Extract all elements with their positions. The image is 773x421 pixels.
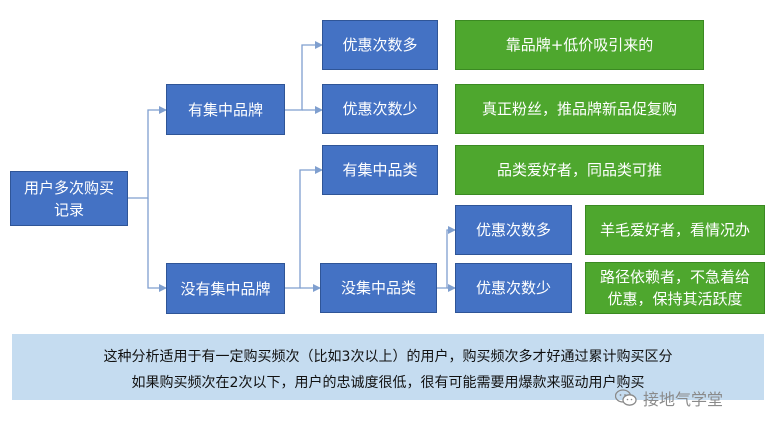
node-no-brand: 没有集中品牌	[166, 263, 285, 314]
result-has-category-text: 品类爱好者，同品类可推	[496, 161, 662, 179]
result-category-discount-many-text: 羊毛爱好者，看情况办	[599, 221, 750, 239]
note-line-2: 如果购买频次在2次以下，用户的忠诚度很低，很有可能需要用爆款来驱动用户购买	[131, 375, 645, 391]
watermark: 接地气学堂	[615, 386, 723, 410]
node-brand-discount-many: 优惠次数多	[322, 20, 438, 70]
node-has-category-label: 有集中品类	[342, 161, 418, 179]
node-brand-discount-few-label: 优惠次数少	[342, 100, 418, 118]
node-has-brand-label: 有集中品牌	[187, 100, 263, 119]
node-no-category-label: 没集中品类	[340, 279, 416, 297]
watermark-text: 接地气学堂	[643, 390, 724, 409]
node-has-category: 有集中品类	[322, 145, 438, 195]
note-panel: 这种分析适用于有一定购买频次（比如3次以上）的用户，购买频次多才好通过累计购买区…	[12, 334, 764, 400]
root-node: 用户多次购买记录	[10, 171, 128, 226]
result-category-discount-few: 路径依赖者，不急着给 优惠，保持其活跃度	[585, 262, 765, 314]
node-no-brand-label: 没有集中品牌	[180, 279, 271, 298]
node-has-brand: 有集中品牌	[166, 84, 285, 135]
result-category-discount-few-line2: 优惠，保持其活跃度	[607, 290, 743, 308]
result-brand-discount-many-text: 靠品牌+低价吸引来的	[505, 36, 654, 54]
result-category-discount-many: 羊毛爱好者，看情况办	[585, 205, 765, 255]
root-label: 用户多次购买记录	[24, 178, 115, 219]
node-brand-discount-many-label: 优惠次数多	[342, 36, 418, 54]
result-has-category: 品类爱好者，同品类可推	[455, 145, 704, 195]
node-category-discount-few: 优惠次数少	[455, 263, 572, 313]
node-category-discount-many-label: 优惠次数多	[475, 221, 551, 239]
node-category-discount-few-label: 优惠次数少	[475, 279, 551, 297]
node-category-discount-many: 优惠次数多	[455, 205, 572, 255]
result-brand-discount-many: 靠品牌+低价吸引来的	[455, 20, 704, 70]
note-line-1: 这种分析适用于有一定购买频次（比如3次以上）的用户，购买频次多才好通过累计购买区…	[103, 349, 673, 365]
node-brand-discount-few: 优惠次数少	[322, 84, 438, 134]
result-brand-discount-few-text: 真正粉丝，推品牌新品促复购	[481, 100, 677, 118]
result-brand-discount-few: 真正粉丝，推品牌新品促复购	[455, 84, 704, 134]
result-category-discount-few-line1: 路径依赖者，不急着给	[599, 268, 750, 286]
node-no-category: 没集中品类	[320, 263, 437, 313]
wechat-icon	[615, 389, 637, 406]
